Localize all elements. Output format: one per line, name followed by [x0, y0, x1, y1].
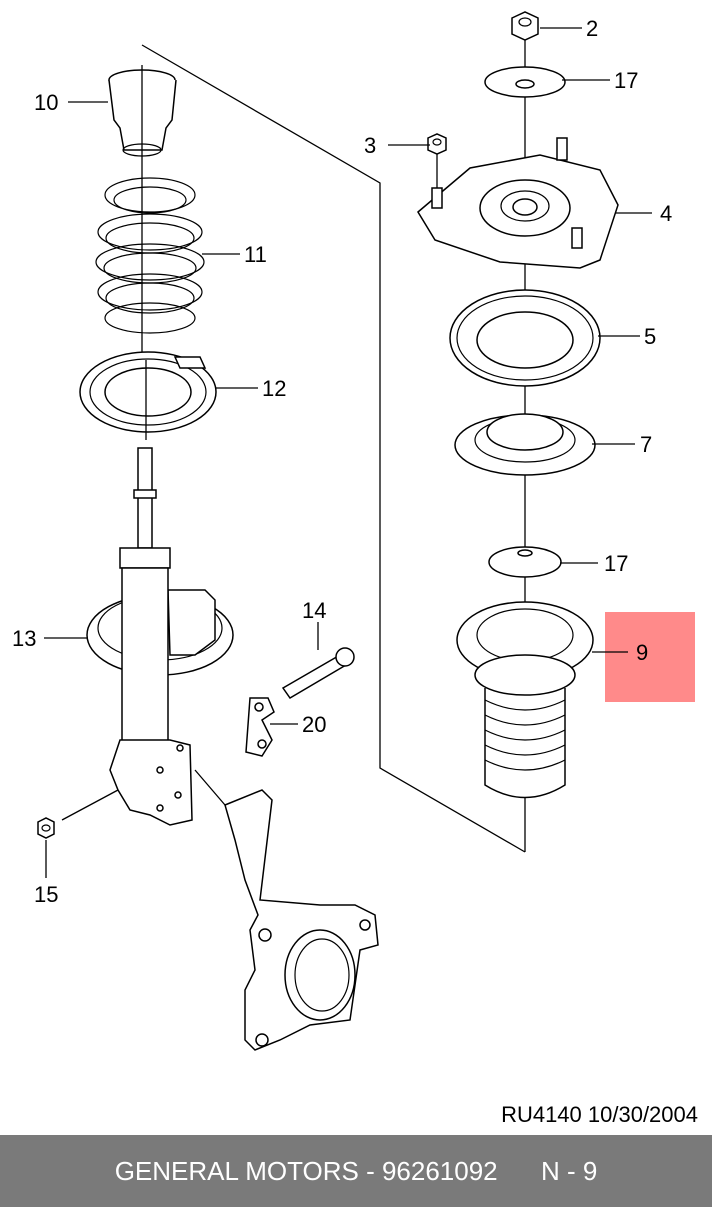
washer-lower-part	[488, 546, 562, 578]
callout-15: 15	[34, 882, 58, 907]
callout-17-lower: 17	[604, 551, 628, 576]
strut-bearing-part	[449, 289, 601, 387]
callout-20: 20	[302, 712, 326, 737]
spring-seat-part	[79, 351, 217, 440]
footer-text: GENERAL MOTORS - 96261092 N - 9	[114, 1155, 598, 1186]
callout-17-top: 17	[614, 68, 638, 93]
nut-part-3	[427, 133, 447, 188]
callout-2: 2	[586, 16, 598, 41]
callout-4: 4	[660, 201, 672, 226]
strut-assembly-part	[86, 447, 234, 826]
leader-lines	[44, 27, 652, 878]
callout-5: 5	[644, 324, 656, 349]
callout-12: 12	[262, 376, 286, 401]
callout-13: 13	[12, 626, 36, 651]
coil-spring-part	[95, 177, 205, 360]
nut-part-2	[511, 11, 539, 41]
highlight-box	[605, 612, 695, 702]
dust-boot-part	[456, 601, 594, 799]
steering-knuckle	[194, 769, 379, 1051]
bolt-part	[281, 622, 355, 699]
assembly-divider-line	[141, 44, 526, 853]
washer-top-part	[484, 66, 566, 98]
nut-part-15	[37, 789, 119, 839]
footer-bar: GENERAL MOTORS - 96261092 N - 9	[0, 1135, 712, 1207]
drawing-reference: RU4140 10/30/2004	[501, 1102, 698, 1127]
callout-9: 9	[636, 640, 648, 665]
strut-mount-part	[417, 137, 619, 269]
callout-11: 11	[244, 242, 267, 267]
bracket-part	[245, 697, 275, 757]
bump-stop-part	[108, 65, 177, 180]
callout-10: 10	[34, 90, 58, 115]
exploded-parts-diagram: 2 17 10 3 4 11 5 12 7 17 14 13 9 20 15 R…	[12, 11, 698, 1127]
upper-seat-part	[454, 413, 596, 476]
callout-3: 3	[364, 133, 376, 158]
callout-14: 14	[302, 598, 326, 623]
callout-7: 7	[640, 432, 652, 457]
